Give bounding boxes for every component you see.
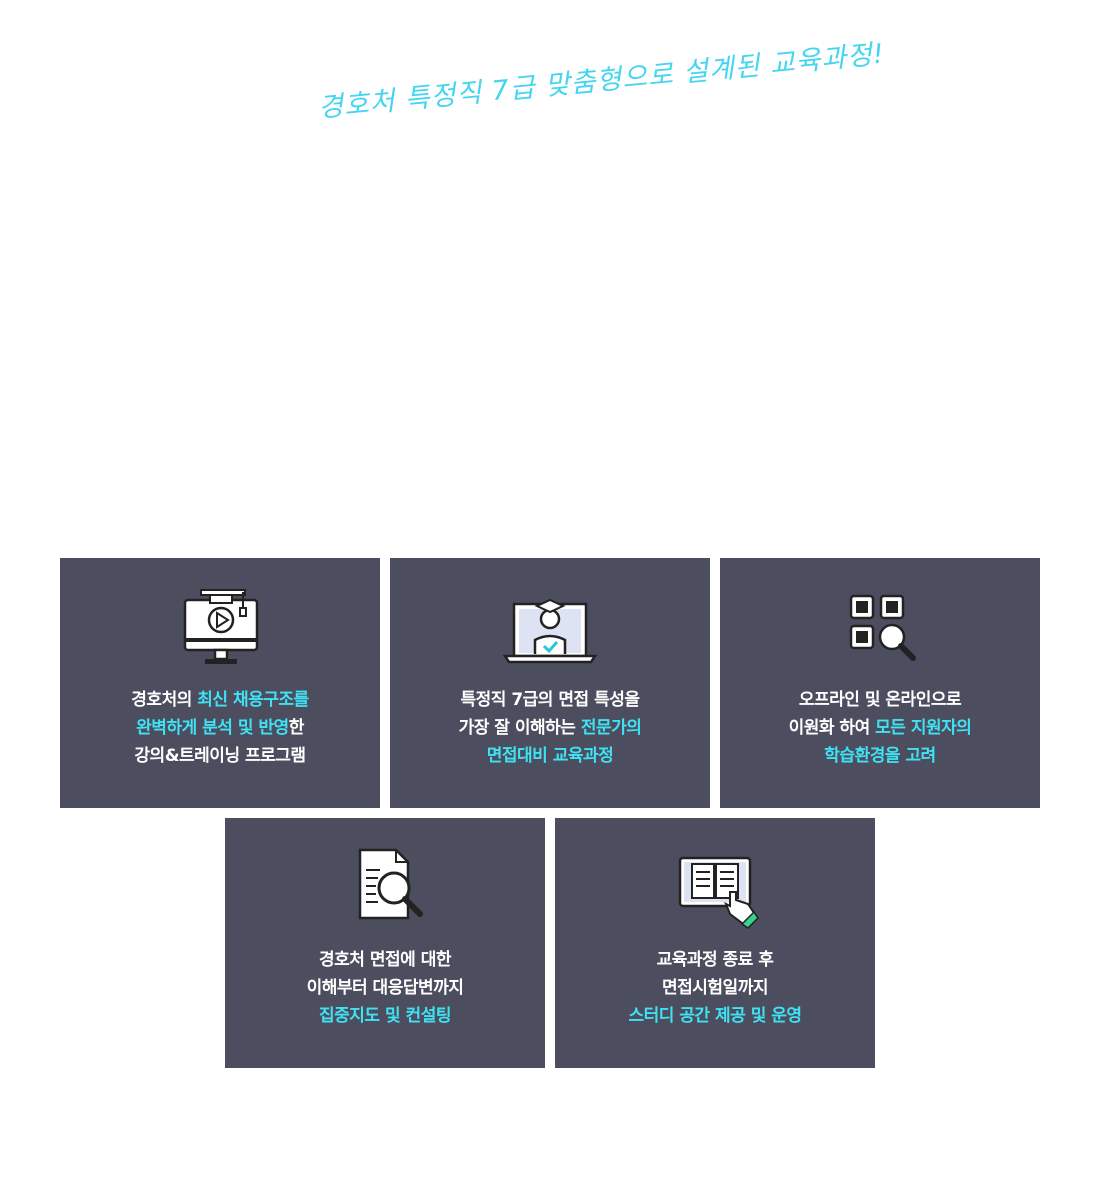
book-click-icon bbox=[678, 856, 759, 929]
feature-card-experts: 특정직 7급의 면접 특성을 가장 잘 이해하는 전문가의 면접대비 교육과정 bbox=[390, 558, 710, 808]
document-search-icon bbox=[358, 848, 423, 920]
card-line-2: 가장 잘 이해하는 전문가의 bbox=[458, 718, 642, 738]
feature-card-curriculum: 경호처의 최신 채용구조를 완벽하게 분석 및 반영한 강의&트레이닝 프로그램 bbox=[60, 558, 380, 808]
card-line-1: 오프라인 및 온라인으로 bbox=[798, 690, 962, 710]
card-line-3: 집중지도 및 컨설팅 bbox=[319, 1006, 451, 1026]
card-line-2: 이원화 하여 모든 지원자의 bbox=[788, 718, 972, 738]
feature-card-online-offline: 오프라인 및 온라인으로 이원화 하여 모든 지원자의 학습환경을 고려 bbox=[720, 558, 1040, 808]
card-line-2: 이해부터 대응답변까지 bbox=[306, 978, 464, 998]
feature-card-study-space: 교육과정 종료 후 면접시험일까지 스터디 공간 제공 및 운영 bbox=[555, 818, 875, 1068]
headline: 경호처 특정직 7급 맞춤형으로 설계된 교육과정! bbox=[316, 38, 887, 124]
card-line-3: 면접대비 교육과정 bbox=[486, 746, 614, 766]
card-line-3: 스터디 공간 제공 및 운영 bbox=[628, 1006, 802, 1026]
feature-card-consulting: 경호처 면접에 대한 이해부터 대응답변까지 집중지도 및 컨설팅 bbox=[225, 818, 545, 1068]
card-line-2: 완벽하게 분석 및 반영한 bbox=[136, 718, 304, 738]
card-line-1: 교육과정 종료 후 bbox=[656, 950, 774, 970]
video-lecture-monitor-icon bbox=[183, 589, 259, 664]
card-line-1: 특정직 7급의 면접 특성을 bbox=[460, 690, 640, 710]
card-line-3: 학습환경을 고려 bbox=[824, 746, 936, 766]
card-line-1: 경호처의 최신 채용구조를 bbox=[131, 690, 309, 710]
graduate-laptop-icon bbox=[502, 598, 598, 664]
card-line-2: 면접시험일까지 bbox=[662, 978, 768, 998]
card-line-1: 경호처 면접에 대한 bbox=[319, 950, 451, 970]
card-line-3: 강의&트레이닝 프로그램 bbox=[134, 746, 306, 766]
grid-magnifier-icon bbox=[849, 594, 916, 661]
